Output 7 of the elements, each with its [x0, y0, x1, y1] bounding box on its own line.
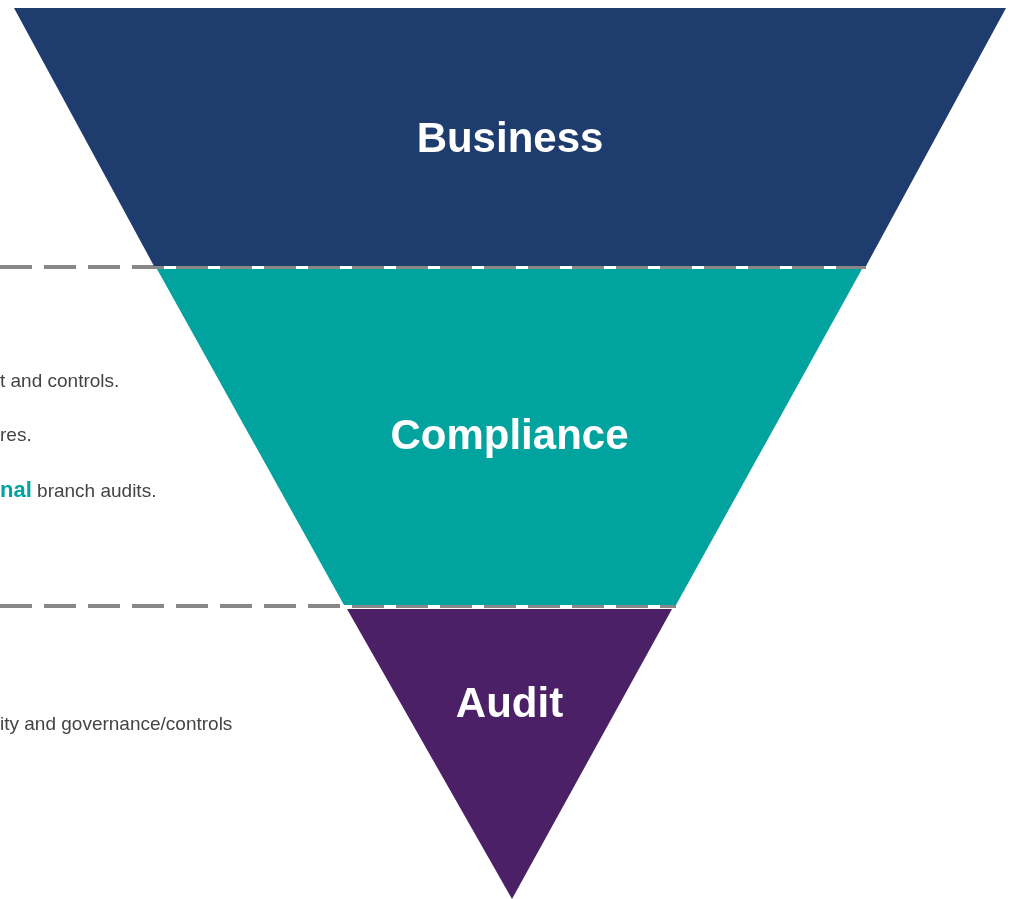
description-text: nal branch audits. — [0, 477, 157, 503]
band-title: Compliance — [389, 411, 630, 459]
description-text: res. — [0, 424, 32, 446]
band-title: Audit — [454, 679, 565, 727]
description-text: t and controls. — [0, 370, 120, 392]
band-title: Business — [415, 114, 605, 162]
description-text: ity and governance/controls — [0, 713, 233, 735]
